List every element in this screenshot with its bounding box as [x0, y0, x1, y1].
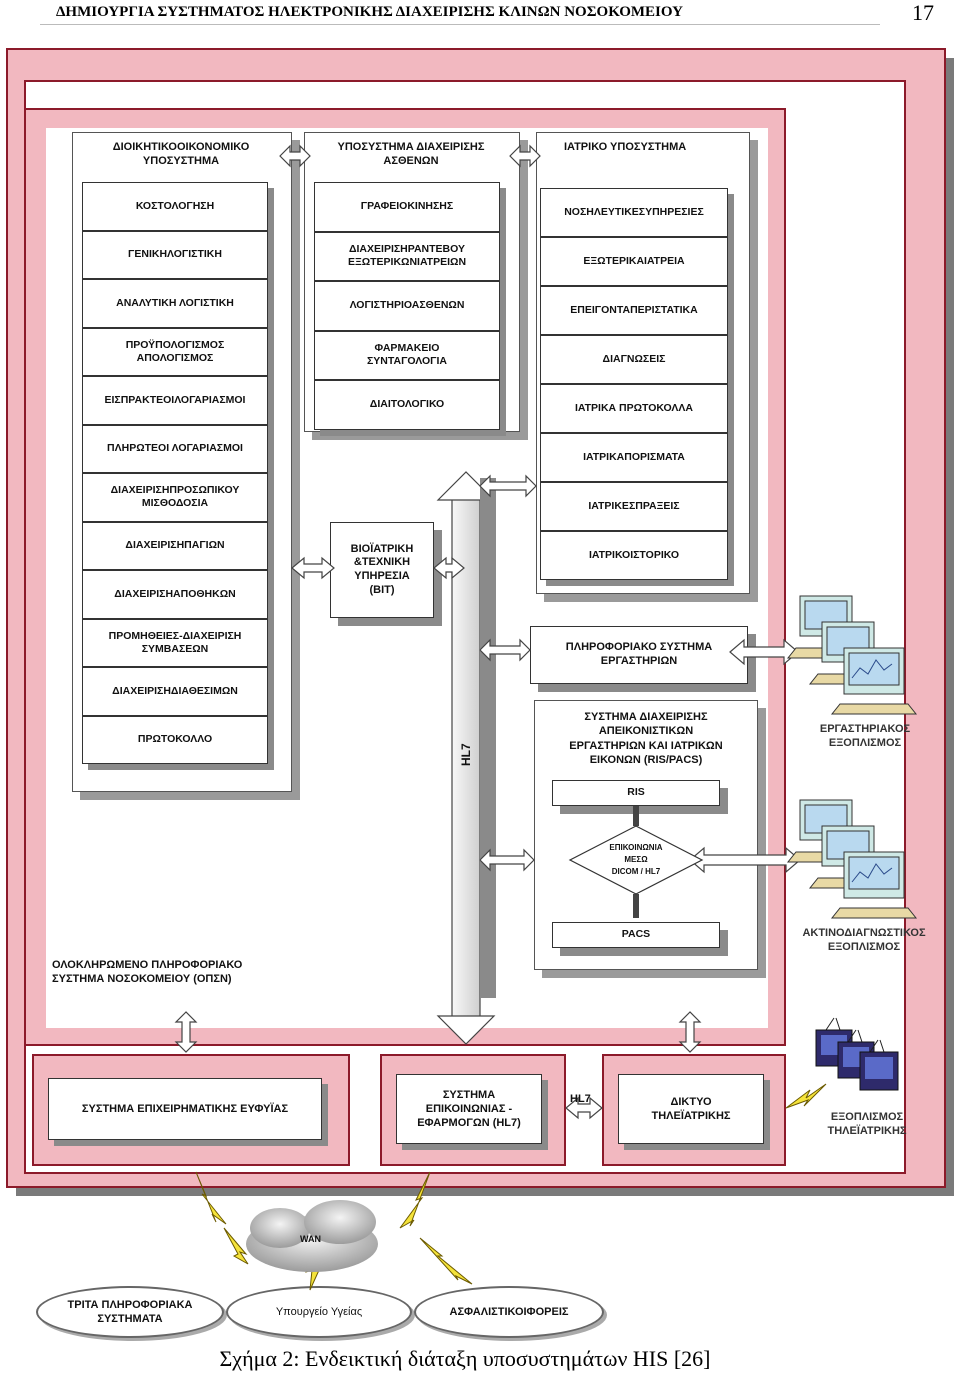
ministry-of-health: Υπουργείο Υγείας	[226, 1286, 412, 1338]
lab-equipment-arrow	[729, 638, 799, 666]
bit-bus-arrow	[433, 556, 465, 580]
admin-item: ΔΙΑΧΕΙΡΙΣΗΔΙΑΘΕΣΙΜΩΝ	[82, 667, 268, 716]
comm-box: ΣΥΣΤΗΜΑ ΕΠΙΚΟΙΝΩΝΙΑΣ - ΕΦΑΡΜΟΓΩΝ (HL7)	[396, 1074, 542, 1144]
patient-item: ΔΙΑΙΤΟΛΟΓΙΚΟ	[314, 380, 500, 430]
medical-item: ΙΑΤΡΙΚΕΣΠΡΑΞΕΙΣ	[540, 482, 728, 531]
medical-item: ΙΑΤΡΙΚΟΙΣΤΟΡΙΚΟ	[540, 531, 728, 580]
communication-label-3: DICOM / HL7	[612, 867, 661, 876]
pacs-box: PACS	[552, 922, 720, 948]
lab-system-box: ΠΛΗΡΟΦΟΡΙΑΚΟ ΣΥΣΤΗΜΑ ΕΡΓΑΣΤΗΡΙΩΝ	[530, 626, 748, 684]
imaging-equipment-icon	[786, 799, 918, 919]
patient-item: ΓΡΑΦΕΙΟΚΙΝΗΣΗΣ	[314, 182, 500, 232]
lightning-left-bottom	[223, 1227, 249, 1265]
bus-lab-arrow	[479, 638, 531, 662]
hl7-bus	[436, 471, 496, 1045]
header-divider	[40, 24, 880, 25]
insurance-funds: ΑΣΦΑΛΙΣΤΙΚΟΙΦΟΡΕΙΣ	[414, 1286, 604, 1338]
patient-medical-arrow	[509, 144, 541, 168]
figure-caption: Σχήμα 2: Ενδεικτική διάταξη υποσυστημάτω…	[219, 1346, 711, 1371]
wan-label: WAN	[300, 1234, 321, 1244]
bus-connectors	[291, 474, 801, 874]
admin-item: ΔΙΑΧΕΙΡΙΣΗΑΠΟΘΗΚΩΝ	[82, 570, 268, 619]
admin-item: ΠΡΩΤΟΚΟΛΛΟ	[82, 715, 268, 764]
lightning-right-top	[399, 1171, 431, 1229]
telemed-box: ΔΙΚΤΥΟ ΤΗΛΕΪΑΤΡΙΚΗΣ	[618, 1074, 764, 1144]
patient-item: ΦΑΡΜΑΚΕΙΟ ΣΥΝΤΑΓΟΛΟΓΙΑ	[314, 330, 500, 380]
header-title: ΔΗΜΙΟΥΡΓΙΑ ΣΥΣΤΗΜΑΤΟΣ ΗΛΕΚΤΡΟΝΙΚΗΣ ΔΙΑΧΕ…	[56, 4, 683, 20]
bottom-hl7-label: HL7	[570, 1093, 591, 1105]
communication-diamond	[568, 825, 704, 895]
medical-item: ΙΑΤΡΙΚΑΠΟΡΙΣΜΑΤΑ	[540, 433, 728, 482]
admin-item: ΚΟΣΤΟΛΟΓΗΣΗ	[82, 182, 268, 231]
lab-equipment-label: ΕΡΓΑΣΤΗΡΙΑΚΟΣ ΕΞΟΠΛΙΣΜΟΣ	[819, 723, 911, 750]
page-number: 17	[912, 0, 934, 25]
admin-title: ΔΙΟΙΚΗΤΙΚΟΟΙΚΟΝΟΜΙΚΟ ΥΠΟΣΥΣΤΗΜΑ	[112, 141, 250, 168]
admin-patient-arrow	[279, 144, 311, 168]
imaging-flow	[568, 806, 704, 918]
communication-label-1: ΕΠΙΚΟΙΝΩΝΙΑ	[609, 843, 662, 852]
patient-item: ΛΟΓΙΣΤΗΡΙΟΑΣΘΕΝΩΝ	[314, 281, 500, 331]
telemed-lightning	[785, 1083, 827, 1109]
bit-box: ΒΙΟΪΑΤΡΙΚΗ &ΤΕΧΝΙΚΗ ΥΠΗΡΕΣΙΑ (ΒΙΤ)	[330, 522, 434, 618]
patient-item: ΔΙΑΧΕΙΡΙΣΗΡΑΝΤΕΒΟΥ ΕΞΩΤΕΡΙΚΩΝΙΑΤΡΕΙΩΝ	[314, 231, 500, 281]
patient-title: ΥΠΟΣΥΣΤΗΜΑ ΔΙΑΧΕΙΡΙΣΗΣ ΑΣΘΕΝΩΝ	[337, 141, 485, 168]
bottom-arrows	[174, 1011, 702, 1120]
medical-item: ΕΞΩΤΕΡΙΚΑΙΑΤΡΕΙΑ	[540, 237, 728, 286]
imaging-equipment-arrow	[689, 846, 801, 874]
medical-item: ΝΟΣΗΛΕΥΤΙΚΕΣΥΠΗΡΕΣΙΕΣ	[540, 188, 728, 237]
admin-item: ΠΡΟΫΠΟΛΟΓΙΣΜΟΣ ΑΠΟΛΟΓΙΣΜΟΣ	[82, 327, 268, 376]
admin-item: ΑΝΑΛΥΤΙΚΗ ΛΟΓΙΣΤΙΚΗ	[82, 279, 268, 328]
lightning-bolts	[195, 1083, 827, 1291]
medical-item: ΙΑΤΡΙΚΑ ΠΡΩΤΟΚΟΛΛΑ	[540, 384, 728, 433]
admin-item: ΔΙΑΧΕΙΡΙΣΗΠΑΓΙΩΝ	[82, 521, 268, 570]
third-party-systems: ΤΡΙΤΑ ΠΛΗΡΟΦΟΡΙΑΚΑ ΣΥΣΤΗΜΑΤΑ	[36, 1286, 224, 1338]
telemed-equipment-icon	[815, 1017, 899, 1091]
medical-item: ΕΠΕΙΓΟΝΤΑΠΕΡΙΣΤΑΤΙΚΑ	[540, 286, 728, 335]
imaging-equipment-label: ΑΚΤΙΝΟΔΙΑΓΝΩΣΤΙΚΟΣ ΕΞΟΠΛΙΣΜΟΣ	[802, 927, 926, 954]
ris-box: RIS	[552, 780, 720, 806]
admin-item: ΕΙΣΠΡΑΚΤΕΟΙΛΟΓΑΡΙΑΣΜΟΙ	[82, 376, 268, 425]
bi-box: ΣΥΣΤΗΜΑ ΕΠΙΧΕΙΡΗΜΑΤΙΚΗΣ ΕΥΦΥΪΑΣ	[48, 1078, 322, 1140]
admin-bit-arrow	[291, 556, 335, 580]
wan-cloud-icon	[246, 1200, 378, 1272]
admin-item: ΠΡΟΜΗΘΕΙΕΣ-ΔΙΑΧΕΙΡΙΣΗ ΣΥΜΒΑΣΕΩΝ	[82, 618, 268, 667]
admin-item: ΔΙΑΧΕΙΡΙΣΗΠΡΟΣΩΠΙΚΟΥ ΜΙΣΘΟΔΟΣΙΑ	[82, 473, 268, 522]
telemed-equipment-label: ΕΞΟΠΛΙΣΜΟΣ ΤΗΛΕΪΑΤΡΙΚΗΣ	[827, 1111, 907, 1138]
lab-equipment-icon	[786, 595, 918, 715]
lightning-left-top	[195, 1171, 227, 1225]
imaging-title: ΣΥΣΤΗΜΑ ΔΙΑΧΕΙΡΙΣΗΣ ΑΠΕΙΚΟΝΙΣΤΙΚΩΝ ΕΡΓΑΣ…	[569, 711, 723, 766]
communication-label-2: ΜΕΣΩ	[624, 855, 648, 864]
his-label: ΟΛΟΚΛΗΡΩΜΕΝΟ ΠΛΗΡΟΦΟΡΙΑΚΟ ΣΥΣΤΗΜΑ ΝΟΣΟΚΟ…	[52, 959, 243, 986]
medical-title: ΙΑΤΡΙΚΟ ΥΠΟΣΥΣΤΗΜΑ	[564, 141, 687, 153]
hl7-bus-label: HL7	[459, 743, 473, 766]
bus-imaging-arrow	[479, 848, 535, 872]
bus-medical-arrow	[479, 474, 537, 498]
medical-item: ΔΙΑΓΝΩΣΕΙΣ	[540, 335, 728, 384]
admin-item: ΠΛΗΡΩΤΕΟΙ ΛΟΓΑΡΙΑΣΜΟΙ	[82, 424, 268, 473]
admin-item: ΓΕΝΙΚΗΛΟΓΙΣΤΙΚΗ	[82, 230, 268, 279]
lightning-right-bottom	[419, 1237, 473, 1285]
